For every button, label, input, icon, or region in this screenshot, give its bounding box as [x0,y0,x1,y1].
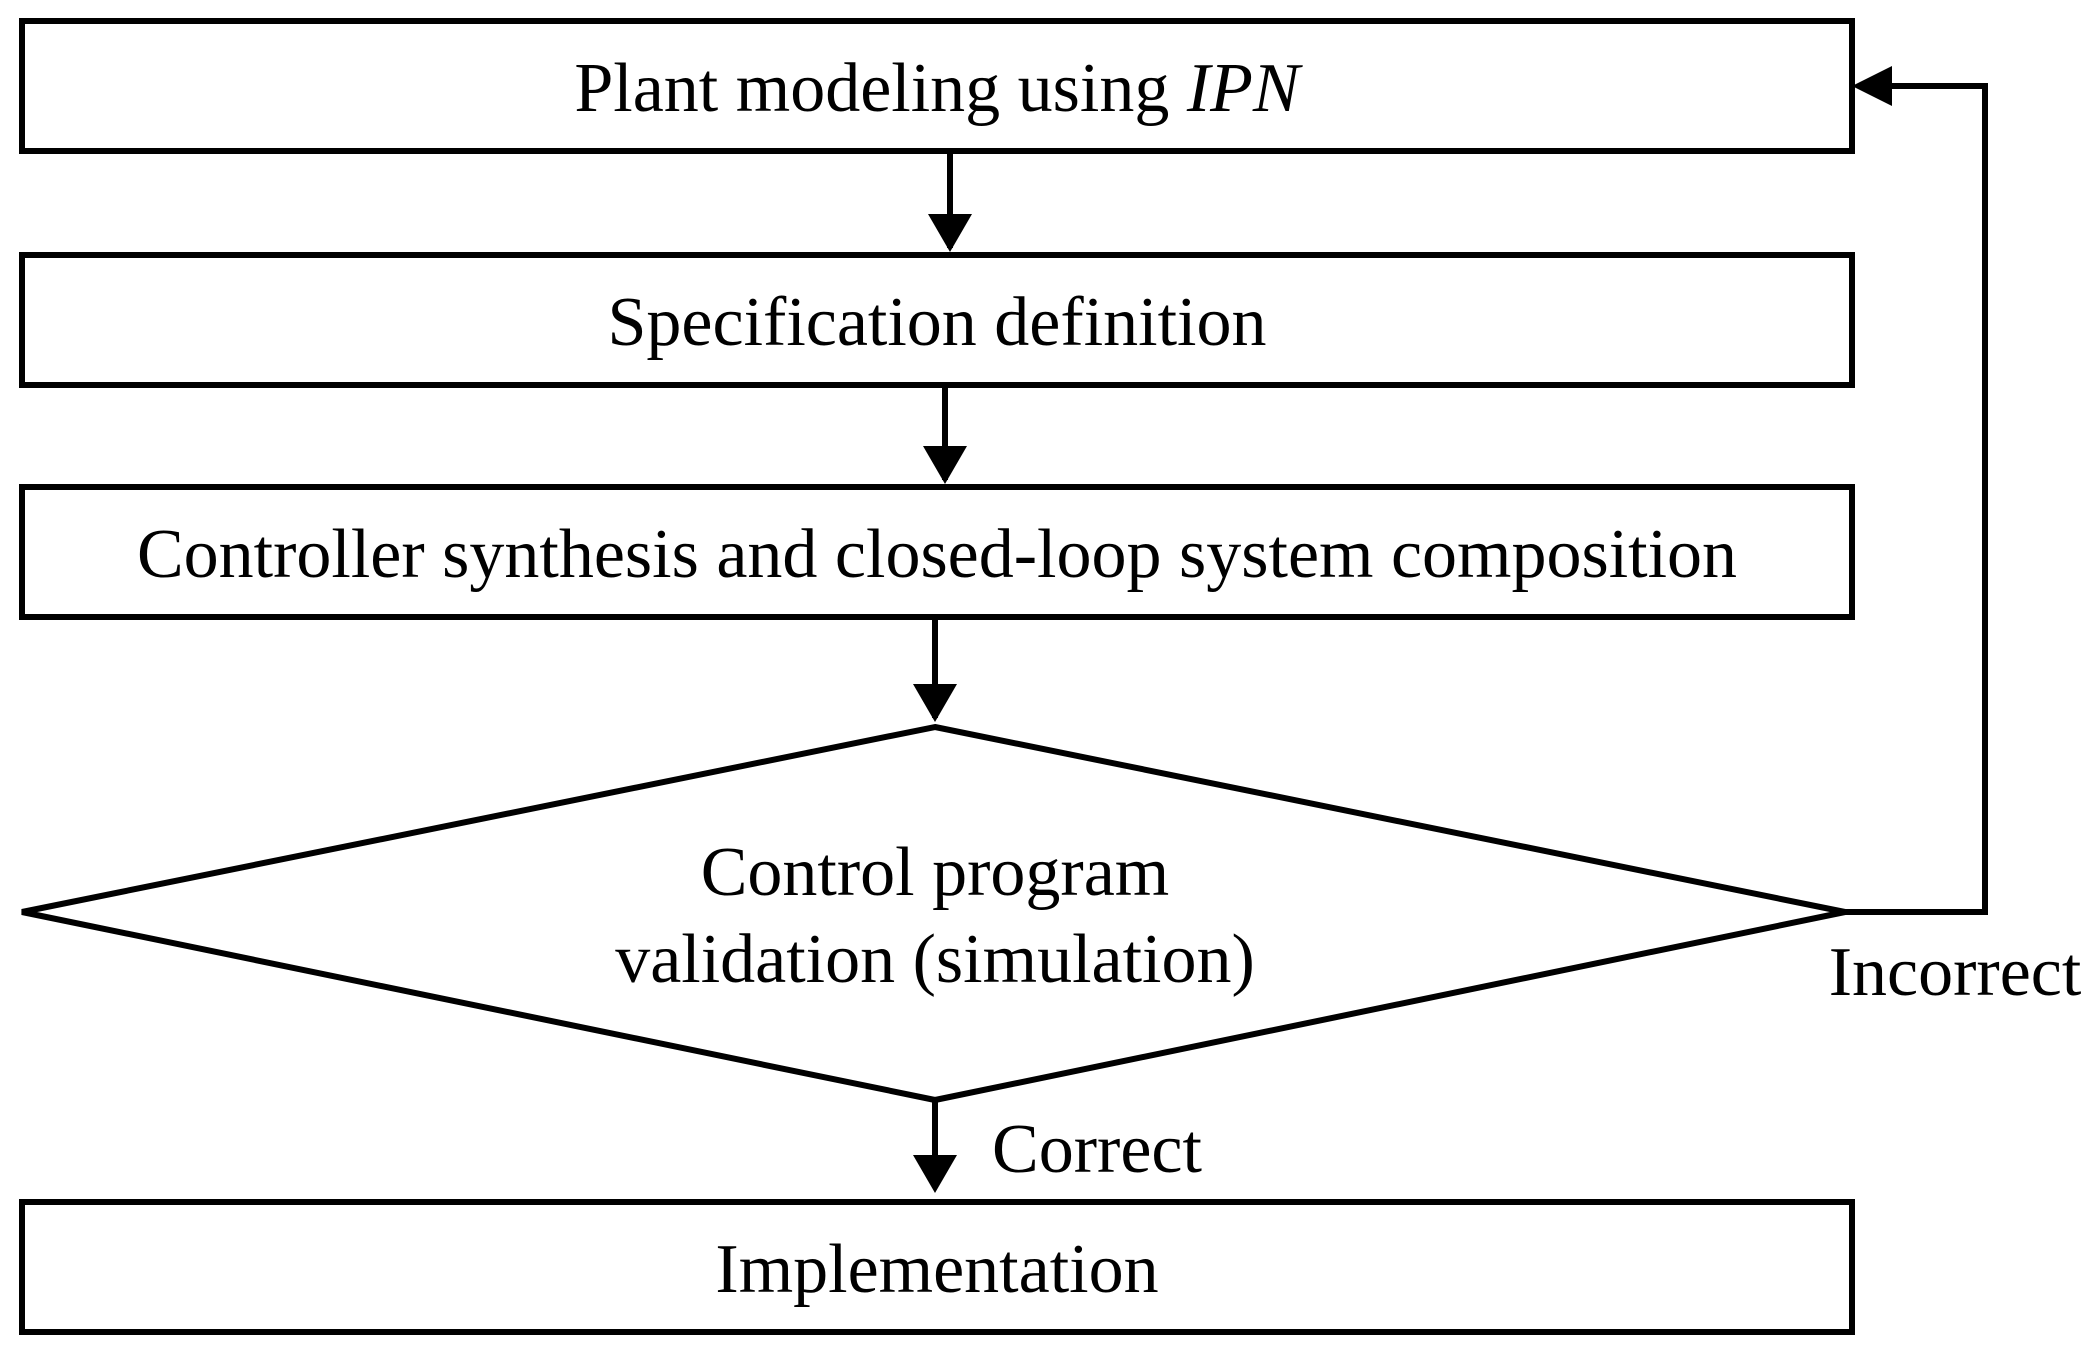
decision-line2: validation (simulation) [615,921,1255,998]
ipn-emphasis: IPN [1186,50,1303,127]
step-specification-label: Specification definition [608,284,1267,361]
svg-text:Plant modeling using IPN: Plant modeling using IPN [574,50,1303,127]
step-controller-synthesis: Controller synthesis and closed-loop sys… [19,484,1855,620]
step-plant-modeling: Plant modeling using IPN [19,18,1855,154]
decision-validation: Control program validation (simulation) [21,723,1846,1104]
feedback-loop-line [1845,83,1988,915]
step-specification: Specification definition [19,252,1855,388]
arrowhead-feedback [1852,66,1892,106]
arrowhead-spec-to-synthesis [923,446,967,484]
step-plant-modeling-label: Plant modeling using [574,50,1187,127]
arrowhead-validation-to-implementation [913,1155,957,1193]
step-implementation: Implementation [19,1199,1855,1335]
step-implementation-label: Implementation [715,1231,1158,1308]
correct-label: Correct [992,1111,1202,1188]
decision-line1: Control program [701,834,1170,911]
incorrect-label: Incorrect [1829,934,2082,1011]
arrowhead-synthesis-to-validation [913,684,957,722]
step-controller-synthesis-label: Controller synthesis and closed-loop sys… [137,516,1737,593]
arrowhead-plant-to-spec [928,214,972,252]
